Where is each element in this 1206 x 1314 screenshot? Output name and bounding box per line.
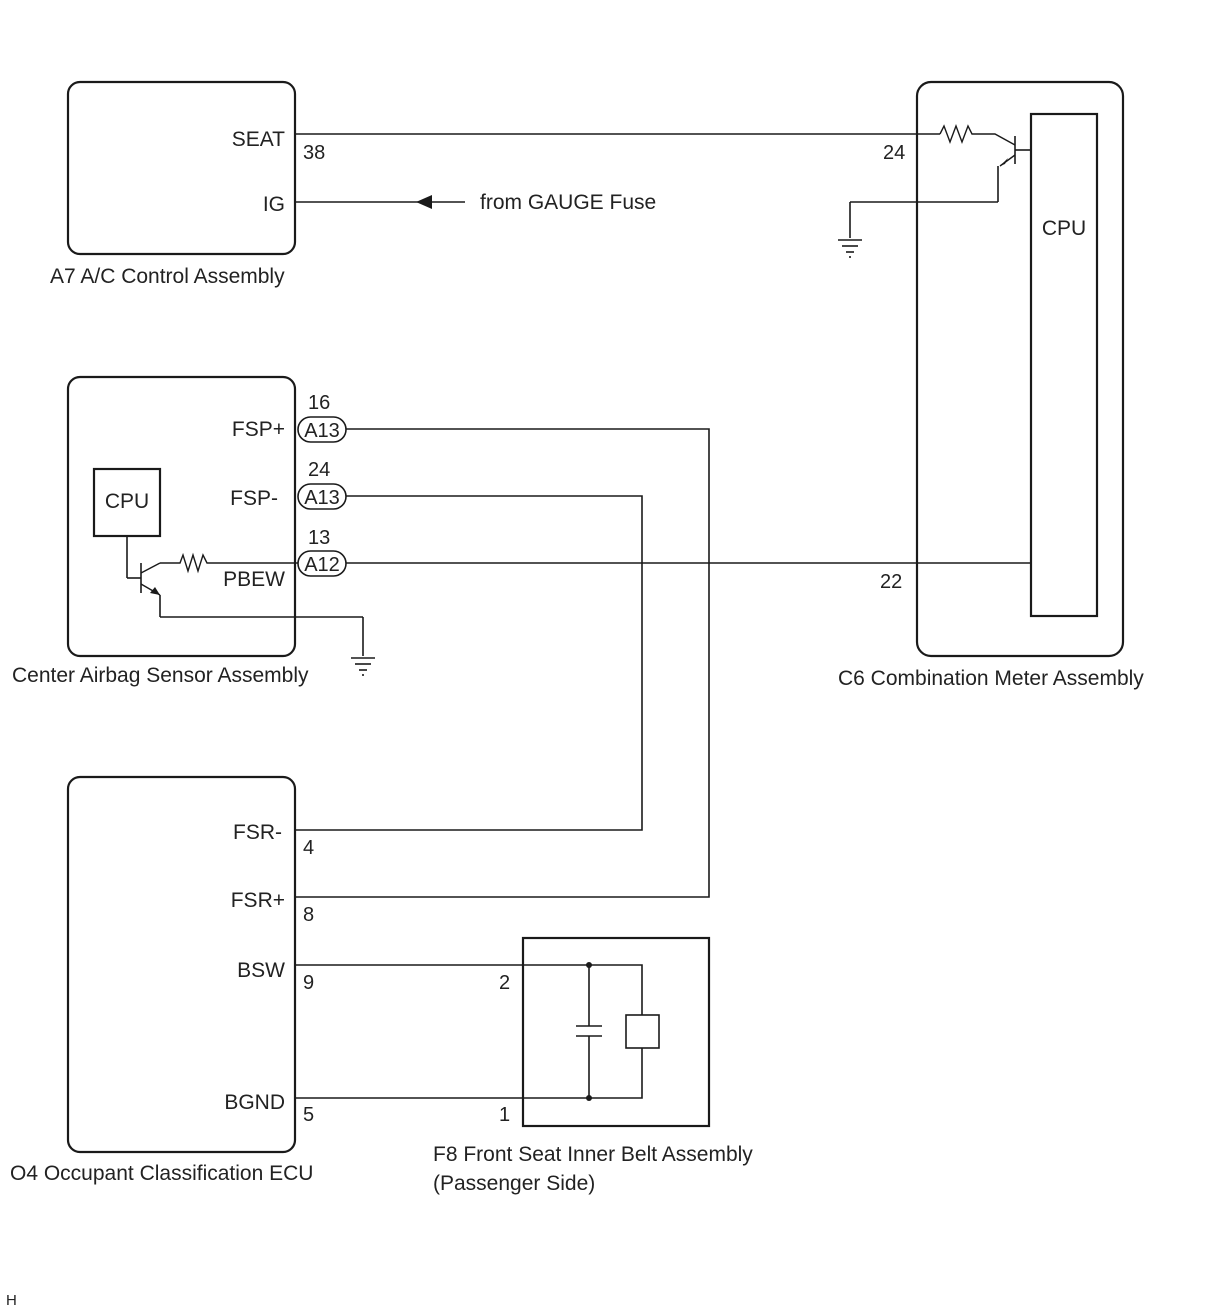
capacitor-icon [576,965,602,1098]
f8-pin-bsw: 2 [499,972,510,994]
airbag-transistor-icon [126,536,364,656]
f8-pin-bgnd: 1 [499,1104,510,1126]
f8-component-label: F8 Front Seat Inner Belt Assembly [433,1143,753,1166]
seat-signal-line [295,124,1016,146]
airbag-pin-pbew: 13 [308,527,330,549]
connector-a13-fsp-plus: A13 [304,420,340,442]
meter-box [915,80,1125,658]
fsp-plus-to-fsr-plus-wire [295,428,710,898]
airbag-terminal-fsp-minus: FSP- [230,487,278,510]
a7-terminal-seat: SEAT [232,128,285,151]
o4-pin-bsw: 9 [303,972,314,994]
airbag-resistor-icon [160,552,298,574]
f8-component-sublabel: (Passenger Side) [433,1172,595,1195]
meter-pin-seat: 24 [883,142,905,164]
airbag-ground-icon [351,657,375,676]
o4-terminal-bsw: BSW [237,959,285,982]
meter-component-label: C6 Combination Meter Assembly [838,667,1144,690]
arrow-left-icon [416,195,432,209]
fsp-minus-to-fsr-minus-wire [295,495,643,831]
connector-a13-fsp-minus: A13 [304,487,340,509]
o4-terminal-fsr-plus: FSR+ [231,889,285,912]
o4-pin-bgnd: 5 [303,1104,314,1126]
o4-pin-fsr-minus: 4 [303,837,314,859]
a7-box [66,80,297,256]
fuse-label: from GAUGE Fuse [480,191,656,214]
o4-pin-fsr-plus: 8 [303,904,314,926]
a7-terminal-ig: IG [263,193,285,216]
ig-feed: from GAUGE Fuse [295,191,656,214]
o4-component-label: O4 Occupant Classification ECU [10,1162,313,1185]
airbag-box [66,375,297,658]
meter-transistor-icon [849,136,1031,238]
o4-terminal-bgnd: BGND [224,1091,285,1114]
airbag-cpu-label: CPU [105,490,149,513]
airbag-pin-fsp-plus: 16 [308,392,330,414]
corner-mark: H [6,1292,17,1309]
meter-cpu-box [1029,112,1099,618]
airbag-terminal-pbew: PBEW [223,568,285,591]
a7-ac-control-assembly: SEAT IG 38 A7 A/C Control Assembly [50,80,325,288]
meter-pin-pbew: 22 [880,571,902,593]
switch-element-icon [625,1014,660,1049]
center-airbag-sensor-assembly: CPU FSP+ FSP- PBEW Center Airbag Sensor … [12,375,375,687]
airbag-pin-fsp-minus: 24 [308,459,330,481]
f8-box [521,936,711,1128]
a7-pin-seat: 38 [303,142,325,164]
f8-front-seat-inner-belt-assembly: 2 1 F8 Front Seat Inner Belt Assembly (P… [433,936,753,1195]
airbag-component-label: Center Airbag Sensor Assembly [12,664,309,687]
c6-combination-meter-assembly: CPU 24 22 C6 Combination Meter Assembly [838,80,1144,690]
connector-a12-pbew: A12 [304,554,340,576]
meter-cpu-label: CPU [1042,217,1086,240]
o4-terminal-fsr-minus: FSR- [233,821,282,844]
airbag-terminal-fsp-plus: FSP+ [232,418,285,441]
o4-occupant-classification-ecu: FSR- FSR+ BSW BGND 4 8 9 5 O4 Occupant C… [10,775,314,1185]
ground-icon [838,239,862,258]
a7-component-label: A7 A/C Control Assembly [50,265,285,288]
resistor-icon [939,124,1016,146]
